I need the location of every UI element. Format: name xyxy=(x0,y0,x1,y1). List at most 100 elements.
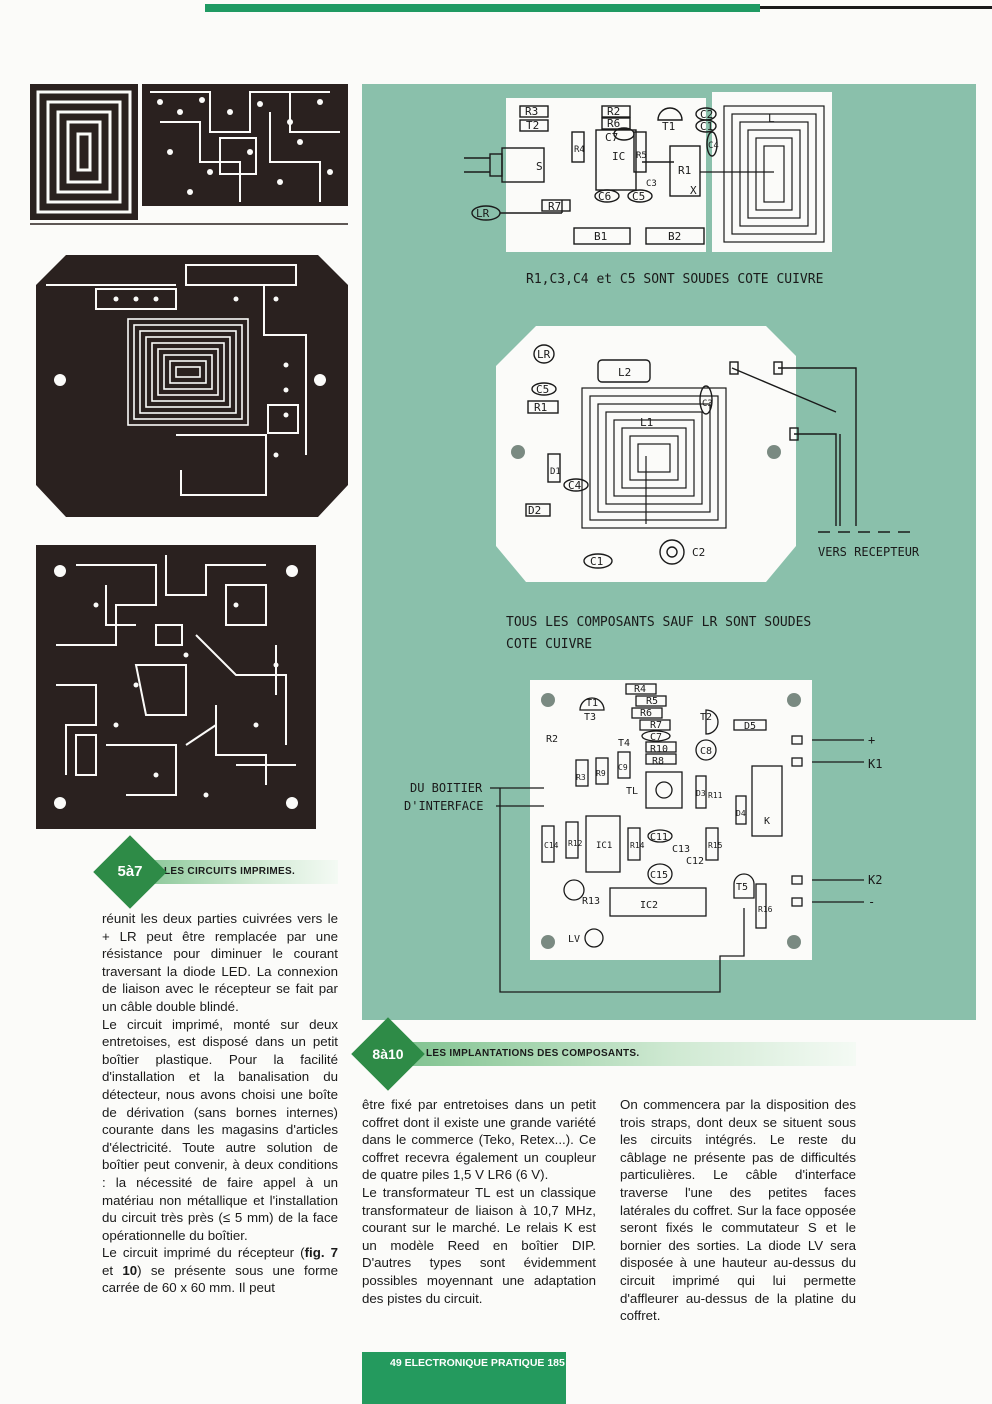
fig8-label-r7: R7 xyxy=(548,200,561,213)
implantation-figure-9: LR L2 C5 R1 C3 L1 D1 C4 D2 C1 C2 VERS RE… xyxy=(496,326,926,588)
fig10-label-r11: R11 xyxy=(708,791,723,800)
fig10-label-t1: T1 xyxy=(586,698,598,709)
fig10-label-r6: R6 xyxy=(640,708,652,719)
fig10-label-r9: R9 xyxy=(596,769,606,778)
fig10-out-k2: K2 xyxy=(868,873,882,887)
implantation-figure-8: R3 T2 R2 R6 C2 C1 T1 C7 R4 IC R5 C3 R1 X… xyxy=(462,92,842,264)
fig10-label-r3: R3 xyxy=(576,773,586,782)
fig10-label-t5: T5 xyxy=(736,882,748,893)
fig8-label-t1: T1 xyxy=(662,120,675,133)
fig9-label-c4: C4 xyxy=(568,479,582,492)
fig10-left-line1: DU BOITIER xyxy=(410,781,483,795)
fig8-label-r5: R5 xyxy=(636,151,647,161)
fig10-label-d3: D3 xyxy=(696,789,706,798)
fig10-left-line2: D'INTERFACE xyxy=(404,799,483,813)
fig9-label-c3: C3 xyxy=(702,399,713,409)
fig10-label-c9: C9 xyxy=(618,763,628,772)
fig8-label-r3: R3 xyxy=(525,105,538,118)
fig10-label-c7: C7 xyxy=(650,732,662,743)
fig10-label-c11: C11 xyxy=(650,832,668,843)
page-footer: 49 ELECTRONIQUE PRATIQUE 185 xyxy=(362,1352,566,1404)
fig10-label-k: K xyxy=(764,816,770,827)
fig8-label-t2: T2 xyxy=(526,119,539,132)
article-column-3: On commencera par la disposition des tro… xyxy=(620,1096,856,1325)
fig10-label-r13: R13 xyxy=(582,896,600,907)
fig9-label-d1: D1 xyxy=(550,467,561,477)
fig10-label-r4: R4 xyxy=(634,684,646,695)
article-column-2: être fixé par entretoises dans un petit … xyxy=(362,1096,596,1307)
fig10-label-r7: R7 xyxy=(650,720,662,731)
fig10-label-c8: C8 xyxy=(700,746,712,757)
fig9-label-c2: C2 xyxy=(692,546,705,559)
col2-paragraph-2: Le transformateur TL est un classique tr… xyxy=(362,1184,596,1306)
fig8-label-c5: C5 xyxy=(632,190,645,203)
fig9-label-lr: LR xyxy=(537,348,551,361)
fig8-label-c3: C3 xyxy=(646,179,657,189)
fig10-label-t2: T2 xyxy=(700,712,712,723)
fig8-label-ic: IC xyxy=(612,150,625,163)
fig9-caption: TOUS LES COMPOSANTS SAUF LR SONT SOUDES … xyxy=(506,612,811,656)
fig9-label-d2: D2 xyxy=(528,504,541,517)
fig10-label-ic2: IC2 xyxy=(640,900,658,911)
fig10-label-t3: T3 xyxy=(584,712,596,723)
fig10-label-r5: R5 xyxy=(646,696,658,707)
fig10-label-c15: C15 xyxy=(650,870,668,881)
fig8-label-s: S xyxy=(536,160,543,173)
fig8-label-r1: R1 xyxy=(678,164,691,177)
pcb-figure-5 xyxy=(30,82,348,230)
header-rule xyxy=(760,6,992,9)
fig10-label-ic1: IC1 xyxy=(596,841,612,851)
fig9-label-r1: R1 xyxy=(534,401,547,414)
col1-paragraph-1: réunit les deux parties cuivrées vers le… xyxy=(102,911,338,1014)
implantation-figure-10: R4 T1 R5 R6 T2 D5 T3 R7 R2 T4 C7 R10 C8 … xyxy=(400,676,900,996)
fig8-label-r2: R2 xyxy=(607,105,620,118)
fig9-caption-line2: COTE CUIVRE xyxy=(506,637,593,652)
fig8-label-b2: B2 xyxy=(668,230,681,243)
fig8-label-lr: LR xyxy=(476,207,490,220)
col1-paragraph-3: Le circuit imprimé du récepteur (fig. 7 … xyxy=(102,1245,339,1296)
fig8-label-x: X xyxy=(690,184,697,197)
col3-paragraph-1: On commencera par la disposition des tro… xyxy=(620,1097,856,1324)
fig10-label-r10: R10 xyxy=(650,744,668,755)
fig9-label-c1: C1 xyxy=(590,555,603,568)
article-column-1: réunit les deux parties cuivrées vers le… xyxy=(102,910,338,1297)
fig8-label-c2: C2 xyxy=(700,108,713,121)
fig8-caption: R1,C3,C4 et C5 SONT SOUDES COTE CUIVRE xyxy=(526,272,824,287)
fig8-label-c6: C6 xyxy=(598,190,611,203)
col2-paragraph-1: être fixé par entretoises dans un petit … xyxy=(362,1097,596,1183)
fig10-label-c14: C14 xyxy=(544,841,559,850)
fig8-label-l: L xyxy=(768,112,775,125)
fig10-label-c13: C13 xyxy=(672,844,690,855)
fig10-label-tl: TL xyxy=(626,786,638,797)
fig10-label-lv: LV xyxy=(568,934,580,945)
fig8-label-b1: B1 xyxy=(594,230,607,243)
fig9-side-label: VERS RECEPTEUR xyxy=(818,545,920,559)
fig9-label-l1: L1 xyxy=(640,416,653,429)
fig10-label-r14: R14 xyxy=(630,841,645,850)
badge-impl: 8à10 xyxy=(372,1046,404,1062)
fig10-label-d4: D4 xyxy=(736,809,746,818)
badge-pcb: 5à7 xyxy=(117,863,143,880)
fig10-out-plus: + xyxy=(868,733,875,747)
fig10-label-c12: C12 xyxy=(686,856,704,867)
fig10-label-r16: R16 xyxy=(758,905,773,914)
fig10-label-r2: R2 xyxy=(546,734,558,745)
fig8-label-c7: C7 xyxy=(605,131,618,144)
fig8-label-r4: R4 xyxy=(574,145,585,155)
caption-impl-text: LES IMPLANTATIONS DES COMPOSANTS. xyxy=(426,1048,640,1059)
fig9-label-l2: L2 xyxy=(618,366,631,379)
header-green-bar xyxy=(205,4,760,12)
fig10-label-t4: T4 xyxy=(618,738,630,749)
fig8-label-r6: R6 xyxy=(607,117,620,130)
fig8-label-c1: C1 xyxy=(700,120,713,133)
pcb-figure-7 xyxy=(36,545,316,829)
caption-bar-impl: LES IMPLANTATIONS DES COMPOSANTS. xyxy=(398,1042,856,1066)
footer-page-label: 49 ELECTRONIQUE PRATIQUE 185 xyxy=(390,1357,565,1369)
fig9-label-c5: C5 xyxy=(536,383,549,396)
fig10-label-r12: R12 xyxy=(568,839,583,848)
fig8-label-c4: C4 xyxy=(708,141,719,151)
fig10-label-r15: R15 xyxy=(708,841,723,850)
fig10-out-minus: - xyxy=(868,895,875,909)
fig9-caption-line1: TOUS LES COMPOSANTS SAUF LR SONT SOUDES xyxy=(506,615,812,630)
fig10-label-d5: D5 xyxy=(744,721,756,732)
